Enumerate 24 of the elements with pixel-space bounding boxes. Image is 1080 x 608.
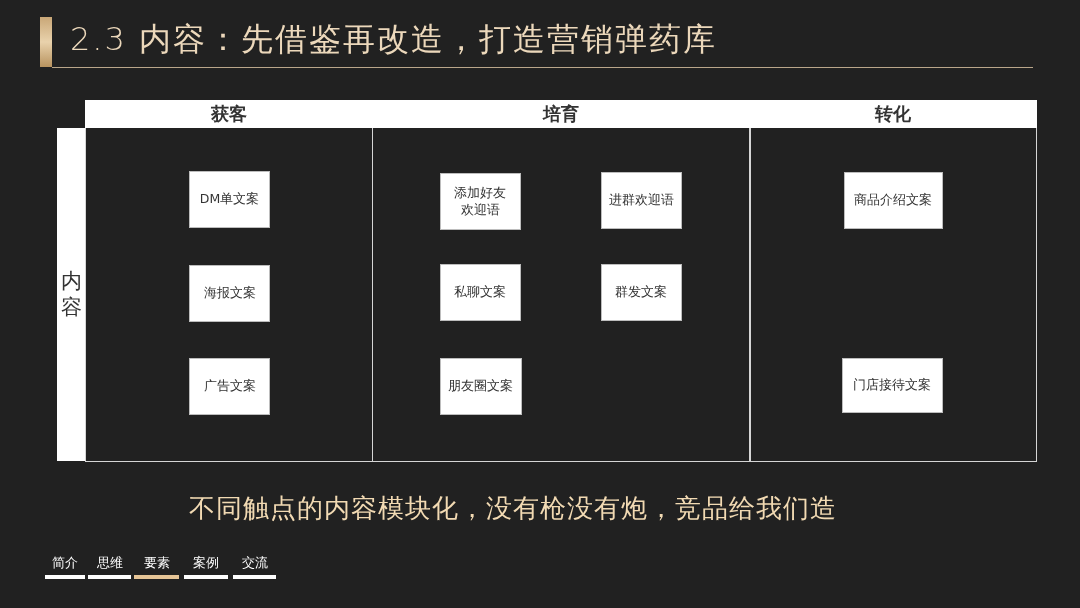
slide-caption: 不同触点的内容模块化，没有枪没有炮，竞品给我们造: [189, 493, 837, 523]
nav-tab: 要素: [134, 554, 179, 579]
content-card: 海报文案: [189, 265, 270, 322]
content-card: 私聊文案: [439, 264, 521, 321]
content-card: DM单文案: [189, 171, 270, 228]
content-card: 商品介绍文案: [843, 172, 943, 229]
table-column: [85, 100, 373, 462]
table-column: [748, 100, 1037, 462]
table-column: [371, 100, 751, 462]
nav-tab: 案例: [184, 554, 228, 579]
content-card: 进群欢迎语: [600, 172, 682, 229]
content-card: 添加好友欢迎语: [439, 173, 521, 230]
column-header: 转化: [748, 100, 1037, 128]
nav-tab: 简介: [45, 554, 85, 579]
slide-title: 2.3 内容：先借鉴再改造，打造营销弹药库: [70, 19, 718, 60]
column-header: 培育: [371, 100, 751, 128]
row-header: 内容: [57, 128, 86, 461]
nav-tab: 思维: [88, 554, 131, 579]
column-header: 获客: [84, 100, 374, 128]
content-card: 群发文案: [600, 264, 682, 321]
nav-tab: 交流: [233, 554, 276, 579]
content-card: 广告文案: [189, 358, 270, 415]
content-card: 朋友圈文案: [439, 358, 522, 415]
content-card: 门店接待文案: [841, 358, 943, 413]
